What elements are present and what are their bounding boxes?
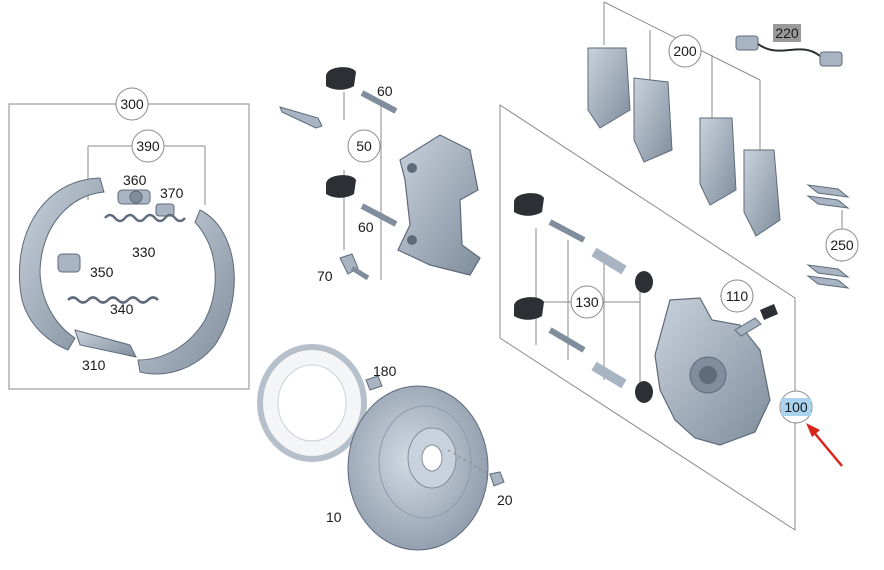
label-390: 390: [136, 138, 160, 154]
disc-group: [257, 344, 505, 551]
caliper-carrier: [397, 134, 481, 276]
caliper-group: [499, 104, 796, 531]
guide-bolt-60-top: [360, 90, 398, 114]
carrier-group: [279, 67, 481, 281]
spring-330: [104, 213, 186, 223]
parking-brake-group: [8, 103, 250, 390]
label-370[interactable]: 370: [160, 185, 184, 201]
callout-50[interactable]: 50: [347, 129, 381, 163]
callout-220[interactable]: 220: [773, 24, 801, 42]
caliper-bolt-bottom: [548, 327, 586, 353]
callout-200[interactable]: 200: [668, 34, 702, 68]
label-60-top[interactable]: 60: [377, 83, 393, 99]
clip-250-c: [806, 264, 850, 278]
clip-250-a: [806, 184, 850, 198]
screw-180: [365, 375, 383, 391]
brake-shoe-left: [18, 177, 105, 351]
guide-pin-bottom: [591, 361, 627, 389]
label-20[interactable]: 20: [497, 492, 513, 508]
brake-shoe-right: [137, 209, 235, 375]
part-370: [155, 203, 175, 217]
callout-250[interactable]: 250: [825, 228, 859, 262]
brake-pad-1: [587, 47, 631, 129]
wear-sensor-cable: [757, 43, 821, 57]
label-70[interactable]: 70: [317, 268, 333, 284]
label-300: 300: [120, 96, 144, 112]
spring-340: [67, 296, 159, 304]
callout-130[interactable]: 130: [570, 285, 604, 319]
guide-cap-top: [326, 67, 356, 90]
callout-110[interactable]: 110: [720, 279, 754, 313]
clip-250-d: [806, 275, 850, 289]
label-200: 200: [673, 43, 697, 59]
label-250: 250: [830, 237, 854, 253]
label-110: 110: [726, 288, 749, 304]
wear-pin: [279, 106, 323, 129]
clip-250-b: [806, 195, 850, 209]
label-100: 100: [784, 399, 808, 415]
part-350: [57, 253, 81, 273]
guide-cap-bottom: [326, 175, 356, 198]
callout-300[interactable]: 300: [115, 87, 149, 121]
label-50: 50: [356, 138, 372, 154]
label-180[interactable]: 180: [373, 363, 397, 379]
guide-boot-top: [635, 271, 653, 293]
guide-boot-bottom: [635, 381, 653, 403]
label-10[interactable]: 10: [326, 509, 342, 525]
bleeder-screw: [734, 317, 762, 337]
screw-20: [489, 471, 505, 487]
guide-bolt-60-bottom: [360, 203, 398, 227]
strut-310: [74, 329, 137, 358]
label-60-bottom[interactable]: 60: [358, 219, 374, 235]
wear-sensor-plug: [735, 35, 759, 51]
label-340[interactable]: 340: [110, 301, 134, 317]
brake-pad-4: [743, 149, 781, 237]
guide-pin-top: [591, 247, 627, 275]
bleeder-cap: [760, 304, 778, 320]
callout-100[interactable]: 100: [779, 390, 813, 424]
label-350[interactable]: 350: [90, 264, 114, 280]
label-360[interactable]: 360: [123, 172, 147, 188]
caliper-bolt-top: [548, 219, 586, 243]
wear-sensor-tip: [819, 51, 843, 67]
label-220: 220: [775, 25, 799, 41]
label-310[interactable]: 310: [82, 357, 106, 373]
brake-pad-3: [699, 117, 737, 206]
group-100-frame: [499, 104, 796, 531]
brake-pad-2: [633, 77, 673, 163]
brake-pads-group: [587, 1, 850, 289]
caliper-cap-bottom: [514, 297, 544, 320]
label-130: 130: [575, 294, 599, 310]
callout-390[interactable]: 390: [131, 129, 165, 163]
label-330[interactable]: 330: [132, 244, 156, 260]
caliper-cap-top: [514, 193, 544, 216]
arrow-to-100: [806, 423, 843, 467]
